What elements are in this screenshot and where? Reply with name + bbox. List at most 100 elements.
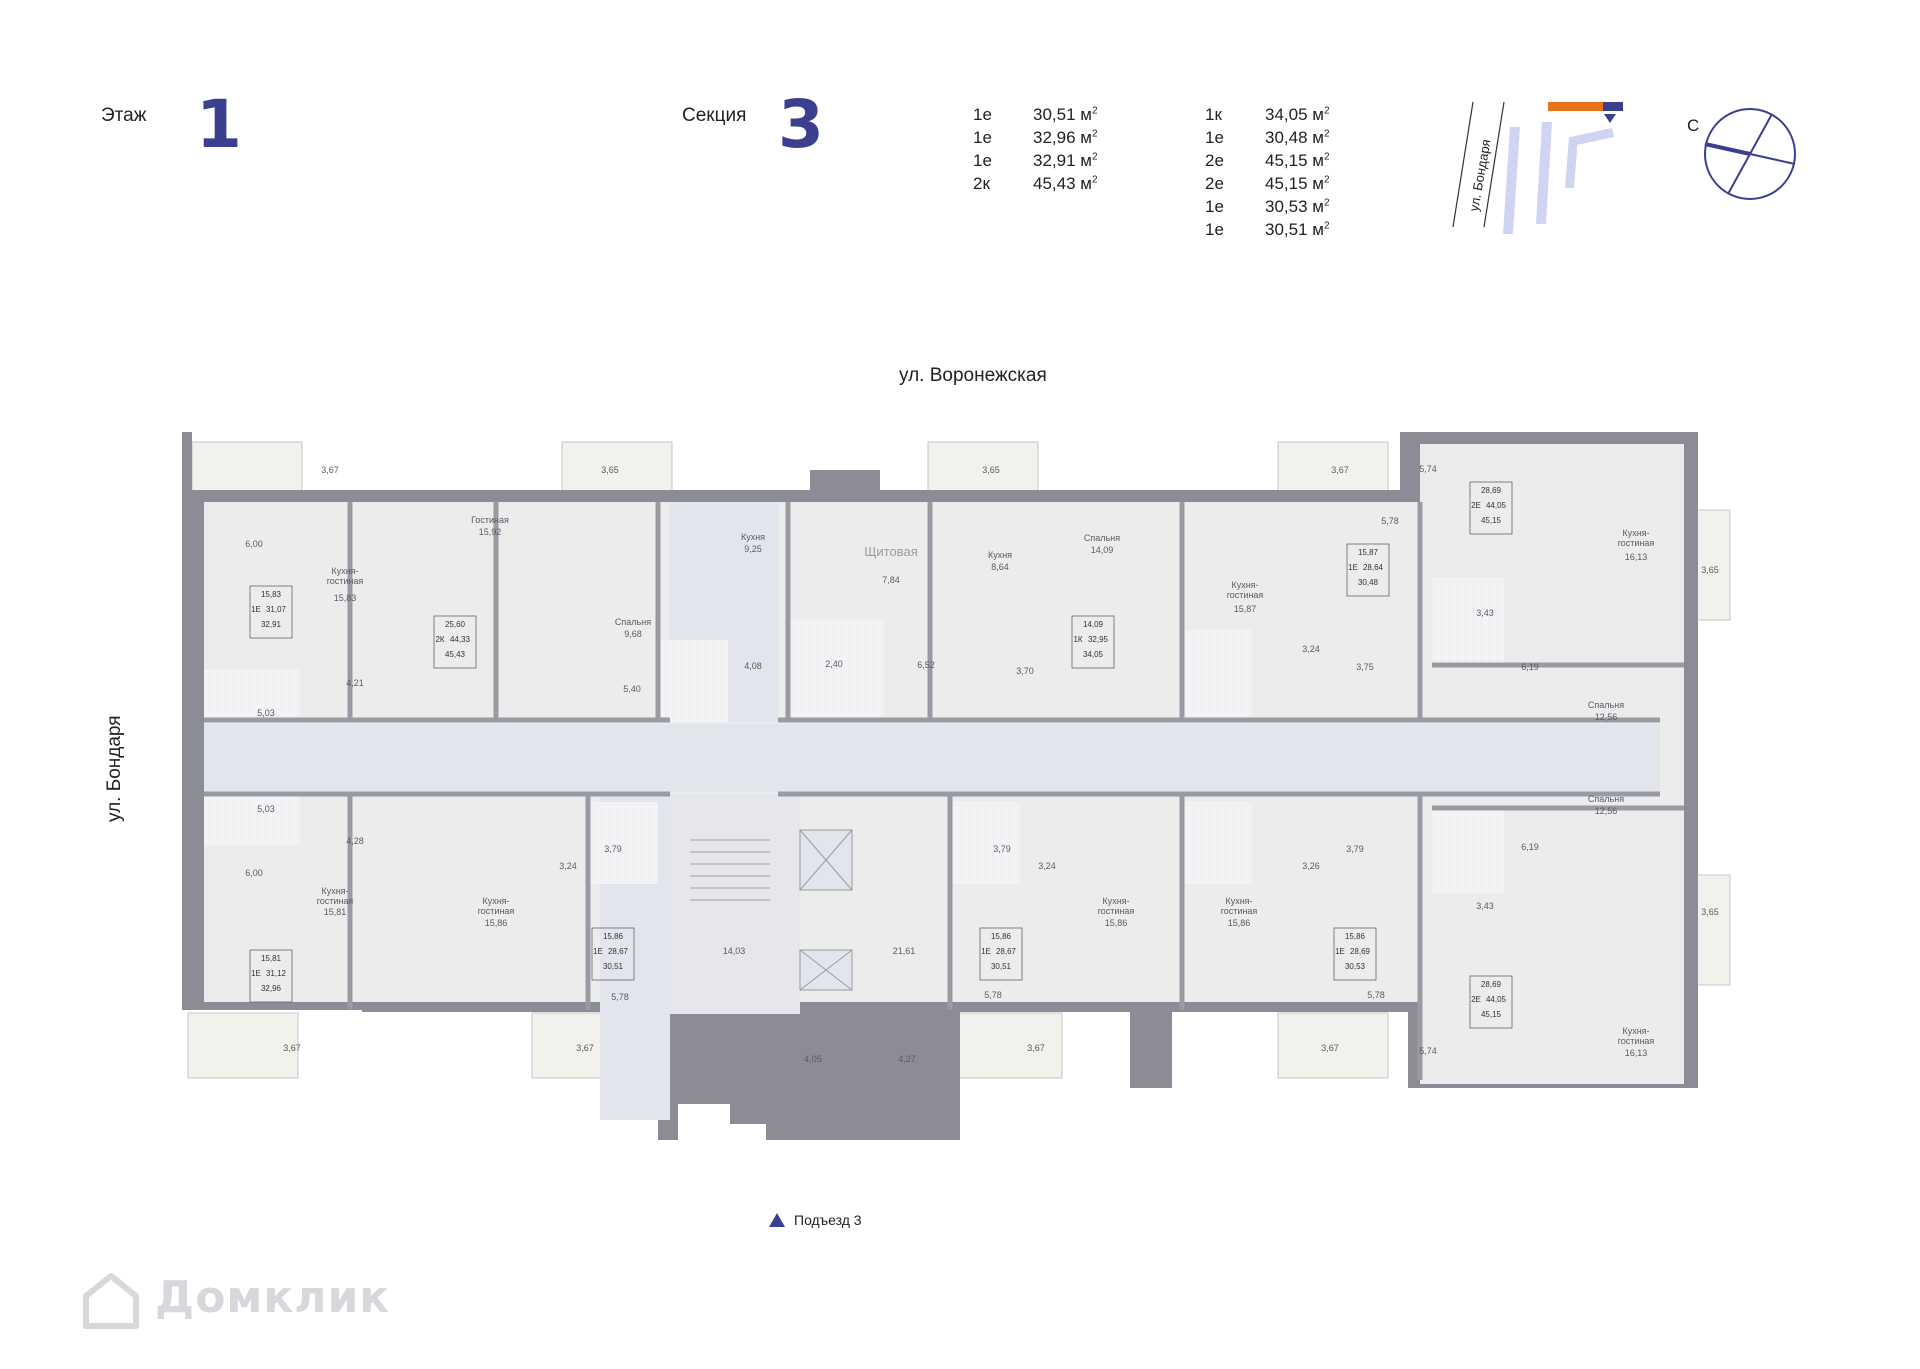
domclick-logo-icon xyxy=(83,1273,139,1329)
room-area: 3,65 xyxy=(1701,565,1719,575)
section-marker-orange xyxy=(1548,102,1603,111)
room-area: 4,21 xyxy=(346,678,364,688)
room-name: Спальня xyxy=(1588,794,1624,804)
stairwell xyxy=(670,794,800,1014)
room-area: 6,19 xyxy=(1521,842,1539,852)
svg-text:15,86: 15,86 xyxy=(1345,932,1366,941)
svg-text:14,09: 14,09 xyxy=(1083,620,1104,629)
svg-text:30,53: 30,53 xyxy=(1345,962,1366,971)
room-area: 3,79 xyxy=(993,844,1011,854)
room-name: Кухня-гостиная xyxy=(478,896,515,916)
room-area: 15,86 xyxy=(1105,918,1128,928)
svg-text:30,48: 30,48 xyxy=(1358,578,1379,587)
apartment-tag: 28,69 2Е 44,05 45,15 xyxy=(1469,975,1513,1029)
room-area: 5,74 xyxy=(1419,464,1437,474)
room-area: 16,13 xyxy=(1625,552,1648,562)
apartment-tag: 15,83 1Е 31,07 32,91 xyxy=(249,585,293,639)
balcony xyxy=(951,1012,1063,1079)
svg-text:44,05: 44,05 xyxy=(1486,501,1507,510)
room-area: 5,78 xyxy=(1381,516,1399,526)
room-name: Гостиная xyxy=(471,515,509,525)
svg-text:31,07: 31,07 xyxy=(266,605,287,614)
entrance-triangle-icon xyxy=(769,1213,785,1227)
svg-text:32,91: 32,91 xyxy=(261,620,282,629)
svg-text:28,64: 28,64 xyxy=(1363,563,1384,572)
bathroom xyxy=(1432,578,1504,664)
svg-text:1Е: 1Е xyxy=(981,947,991,956)
room-area: 3,79 xyxy=(1346,844,1364,854)
stairs-icon xyxy=(690,839,770,901)
room-area: 3,67 xyxy=(576,1043,594,1053)
room-area: 6,00 xyxy=(245,539,263,549)
svg-text:44,33: 44,33 xyxy=(450,635,471,644)
room-name: Кухня-гостиная xyxy=(1227,580,1264,600)
compass-icon xyxy=(1704,108,1796,200)
partition-walls xyxy=(204,502,1684,1080)
site-minimap: ул. Бондаря xyxy=(1452,101,1623,234)
room-name: Спальня xyxy=(1084,533,1120,543)
room-area: 6,52 xyxy=(917,660,935,670)
corridor xyxy=(204,724,1660,1120)
svg-text:31,12: 31,12 xyxy=(266,969,287,978)
room-area: 15,86 xyxy=(485,918,508,928)
room-area: 4,28 xyxy=(346,836,364,846)
apartment-tag: 25,60 2К 44,33 45,43 xyxy=(433,615,477,669)
room-area: 3,65 xyxy=(982,465,1000,475)
compass-north-label: С xyxy=(1687,116,1700,135)
apartment-tag: 28,69 2Е 44,05 45,15 xyxy=(1469,481,1513,535)
minimap-street-label: ул. Бондаря xyxy=(1466,138,1493,212)
apartment-tag: 14,09 1К 32,95 34,05 xyxy=(1071,615,1115,669)
svg-text:28,67: 28,67 xyxy=(608,947,629,956)
svg-text:28,69: 28,69 xyxy=(1481,486,1502,495)
room-area: 5,78 xyxy=(611,992,629,1002)
svg-text:45,43: 45,43 xyxy=(445,650,466,659)
room-name: Кухня-гостиная xyxy=(1618,528,1655,548)
room-area: 5,78 xyxy=(984,990,1002,1000)
room-area: 3,67 xyxy=(283,1043,301,1053)
room-area: 5,74 xyxy=(1419,1046,1437,1056)
bathroom xyxy=(1182,630,1252,722)
floor-plan: 3,67 6,00 Кухня-гостиная 15,83 5,03 4,21… xyxy=(182,432,1731,1140)
room-area: 3,24 xyxy=(1302,644,1320,654)
room-area: 6,00 xyxy=(245,868,263,878)
room-area: 14,09 xyxy=(1091,545,1114,555)
room-area: 7,84 xyxy=(882,575,900,585)
apartment-tag: 15,86 1Е 28,69 30,53 xyxy=(1333,927,1377,981)
bathroom xyxy=(588,802,658,884)
room-area: 6,19 xyxy=(1521,662,1539,672)
balcony xyxy=(927,441,1039,493)
svg-text:1Е: 1Е xyxy=(1348,563,1358,572)
street-label-left: ул. Бондаря xyxy=(104,715,125,822)
room-area: 3,70 xyxy=(1016,666,1034,676)
room-area: 8,64 xyxy=(991,562,1009,572)
entrance-legend-label: Подъезд 3 xyxy=(794,1212,862,1228)
balcony xyxy=(191,441,303,493)
svg-text:2Е: 2Е xyxy=(1471,501,1481,510)
svg-text:15,87: 15,87 xyxy=(1358,548,1379,557)
room-area: 9,68 xyxy=(624,629,642,639)
room-area: 3,65 xyxy=(601,465,619,475)
bathroom xyxy=(204,794,300,846)
svg-text:1К: 1К xyxy=(1073,635,1082,644)
room-area: 5,03 xyxy=(257,804,275,814)
svg-text:2Е: 2Е xyxy=(1471,995,1481,1004)
bathroom xyxy=(658,640,728,722)
room-area: 3,65 xyxy=(1701,907,1719,917)
room-area: 3,24 xyxy=(559,861,577,871)
svg-text:30,51: 30,51 xyxy=(991,962,1012,971)
bathroom xyxy=(950,802,1020,884)
svg-text:2К: 2К xyxy=(435,635,444,644)
bathroom xyxy=(788,620,884,722)
room-name: Кухня-гостиная xyxy=(327,566,364,586)
elevator-icon xyxy=(799,829,853,991)
room-name: Спальня xyxy=(615,617,651,627)
svg-text:45,15: 45,15 xyxy=(1481,1010,1502,1019)
room-name: Кухня-гостиная xyxy=(317,886,354,906)
